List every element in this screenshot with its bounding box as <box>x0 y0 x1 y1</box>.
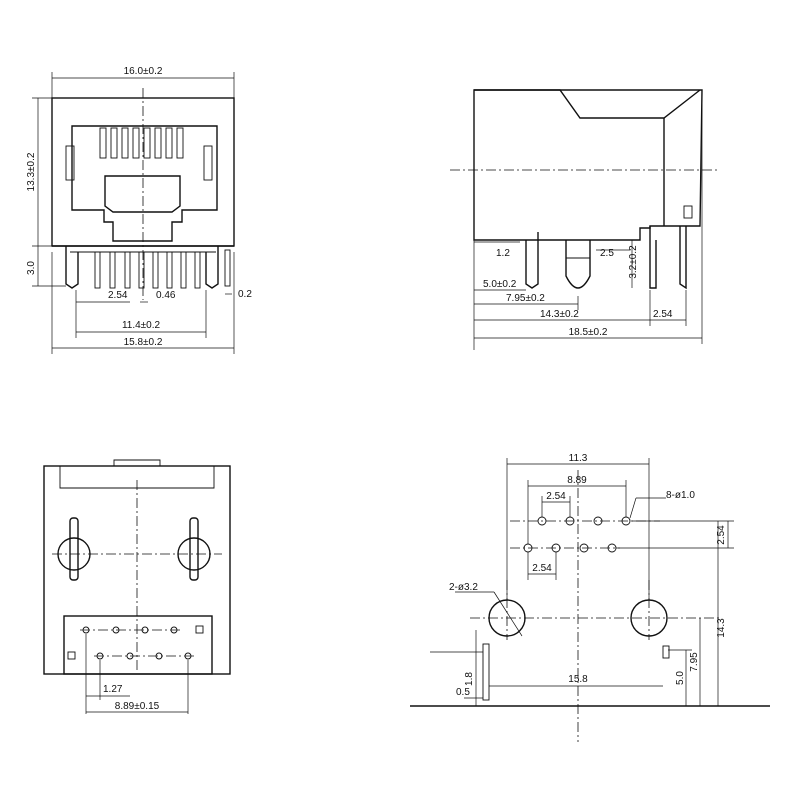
left-post-slot <box>482 643 490 701</box>
right-post-slot <box>662 645 670 659</box>
small-holes <box>523 516 631 553</box>
dim-pcb-0-5: 0.5 <box>456 687 470 698</box>
dim-side-7-95: 7.95±0.2 <box>506 293 545 304</box>
label-large-holes: 2-ø3.2 <box>449 582 478 593</box>
dim-pcb-2-54-right: 2.54 <box>716 525 727 545</box>
dim-pcb-1-8: 1.8 <box>464 672 475 686</box>
dim-pcb-2-54-bottom: 2.54 <box>532 563 552 574</box>
dim-side-3-2: 3.2±0.2 <box>628 245 639 279</box>
dim-pcb-2-54-top: 2.54 <box>546 491 566 502</box>
side-top-chamfer <box>474 89 701 119</box>
side-view: 1.2 2.5 3.2±0.2 5.0±0.2 7.95±0.2 14.3±0.… <box>450 89 720 350</box>
dim-width-bottom: 15.8±0.2 <box>124 337 163 348</box>
dim-pcb-14-3: 14.3 <box>716 618 727 638</box>
bottom-view: 1.27 8.89±0.15 <box>43 459 231 714</box>
front-view: 16.0±0.2 13.3±0.2 3.0 2.54 0.46 0.2 11.4… <box>26 66 252 354</box>
dim-pcb-11-3: 11.3 <box>569 453 588 464</box>
dim-pcb-5-0: 5.0 <box>675 671 686 685</box>
dim-bottom-1-27: 1.27 <box>103 684 123 695</box>
dim-width-top: 16.0±0.2 <box>124 66 163 77</box>
dim-side-18-5: 18.5±0.2 <box>569 327 608 338</box>
dim-side-1-2: 1.2 <box>496 248 510 259</box>
dim-pin-span: 11.4±0.2 <box>122 320 161 331</box>
locating-post-left <box>57 517 91 581</box>
dim-side-5-0: 5.0±0.2 <box>483 279 517 290</box>
pcb-layout: 11.3 8.89 2.54 8-ø1.0 2.54 2-ø3.2 2.54 1… <box>410 453 770 742</box>
label-small-holes: 8-ø1.0 <box>666 490 695 501</box>
side-window <box>683 205 693 219</box>
right-recess <box>203 145 213 181</box>
dim-height-body: 13.3±0.2 <box>26 152 37 191</box>
dim-side-2-5: 2.5 <box>600 248 614 259</box>
latch-slot <box>104 175 181 213</box>
dim-pcb-7-95: 7.95 <box>689 652 700 672</box>
dim-height-pins: 3.0 <box>26 261 37 275</box>
front-pins <box>65 246 231 289</box>
dim-side-14-3: 14.3±0.2 <box>540 309 579 320</box>
dim-pcb-15-8: 15.8 <box>568 674 588 685</box>
side-body-outline <box>473 89 703 241</box>
locating-post-right <box>177 517 211 581</box>
dim-pin-pitch: 2.54 <box>108 290 128 301</box>
dim-pin-thickness: 0.2 <box>238 289 252 300</box>
port-opening <box>71 125 218 242</box>
contact-fingers <box>99 127 184 159</box>
dim-bottom-8-89: 8.89±0.15 <box>115 701 160 712</box>
pin-block <box>63 615 213 675</box>
dim-pcb-8-89: 8.89 <box>567 475 587 486</box>
left-recess <box>65 145 75 181</box>
dim-side-2-54: 2.54 <box>653 309 673 320</box>
dim-pin-width: 0.46 <box>156 290 176 301</box>
